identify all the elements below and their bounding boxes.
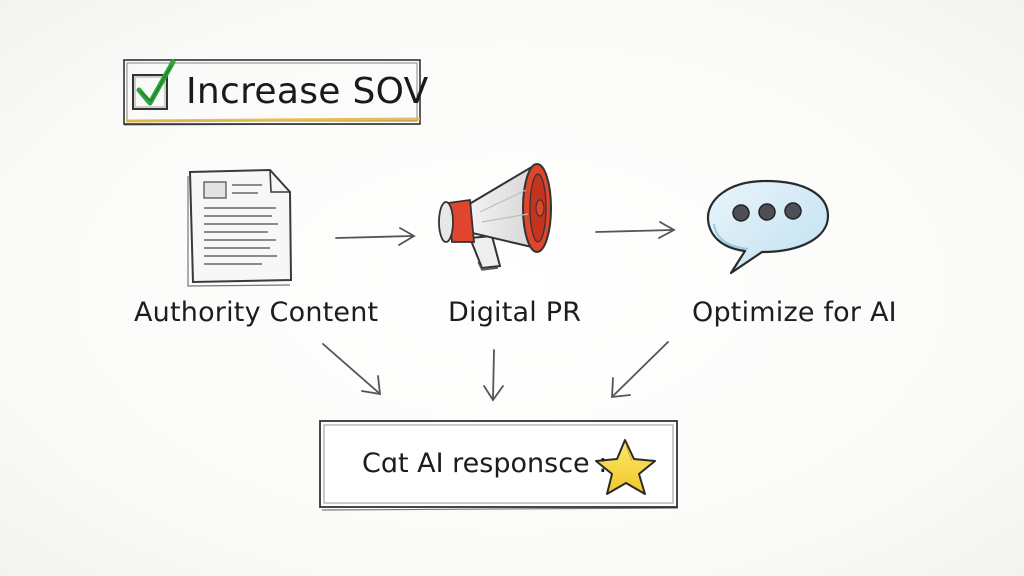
arrow-pr-to-ai <box>595 221 676 239</box>
arrow-ai-to-result <box>611 341 669 399</box>
arrow-content-to-result <box>322 343 382 396</box>
checkbox-icon <box>132 74 168 110</box>
result-label: Cɑt AI responsce : <box>362 448 608 479</box>
arrow-pr-to-result <box>483 349 504 402</box>
checkmark-icon <box>136 59 176 106</box>
arrow-content-to-pr <box>335 227 416 246</box>
step-label-authority-content: Authority Content <box>134 297 379 328</box>
speech-bubble-icon <box>706 179 830 275</box>
step-label-digital-pr: Digital PR <box>448 297 582 328</box>
title-label: Increase SOV <box>186 71 429 112</box>
star-icon <box>595 439 656 495</box>
document-icon <box>187 168 293 287</box>
result-box <box>319 420 679 511</box>
title-box <box>123 59 421 126</box>
step-label-optimize-for-ai: Optimize for AI <box>692 297 897 328</box>
megaphone-icon <box>438 163 552 271</box>
